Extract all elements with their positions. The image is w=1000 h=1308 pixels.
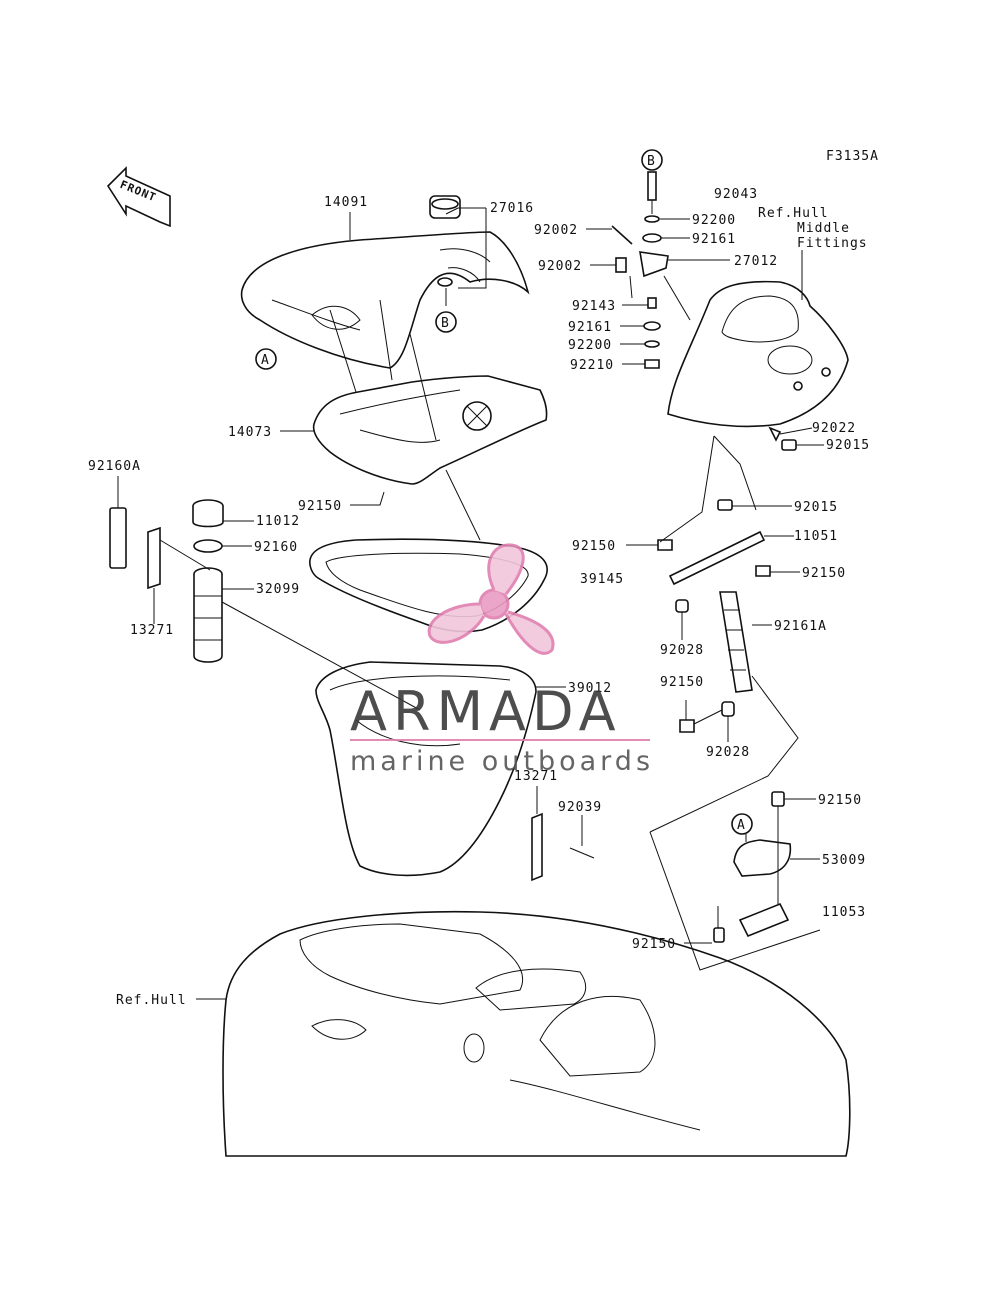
cap-11012 <box>192 499 224 528</box>
latch-53009 <box>713 791 792 943</box>
label-92161-a: 92161 <box>692 232 736 247</box>
nut-92015-a <box>781 439 797 451</box>
label-ref-hull-middle-3: Fittings <box>797 236 868 251</box>
label-92200-a: 92200 <box>692 213 736 228</box>
label-11012: 11012 <box>256 514 300 529</box>
tube-32099 <box>193 567 223 663</box>
hatch-cover-14091 <box>240 231 530 369</box>
hardware-stack <box>611 171 669 369</box>
diagram-code: F3135A <box>826 149 879 164</box>
label-92015-a: 92015 <box>826 438 870 453</box>
label-32099: 32099 <box>256 582 300 597</box>
marker-a-cover: A <box>255 348 277 370</box>
part-labels: 14091 27016 14073 92160A 11012 92160 320… <box>88 187 870 1008</box>
label-92150-d: 92150 <box>660 675 704 690</box>
label-92161-b: 92161 <box>568 320 612 335</box>
label-92210: 92210 <box>570 358 614 373</box>
label-92150-b: 92150 <box>572 539 616 554</box>
label-13271-left: 13271 <box>130 623 174 638</box>
label-ref-hull-middle-1: Ref.Hull <box>758 206 829 221</box>
label-39145: 39145 <box>580 572 624 587</box>
label-92150-a: 92150 <box>298 499 342 514</box>
label-14073: 14073 <box>228 425 272 440</box>
label-92002-a: 92002 <box>534 223 578 238</box>
gas-spring-92161A <box>675 591 753 733</box>
clip-92039 <box>569 847 595 859</box>
bracket-11051 <box>657 499 771 586</box>
label-27012: 27012 <box>734 254 778 269</box>
armada-watermark: ARMADA marine outboards <box>350 543 654 777</box>
label-92160A: 92160A <box>88 459 141 474</box>
watermark-tagline: marine outboards <box>350 746 654 777</box>
label-92028-b: 92028 <box>706 745 750 760</box>
label-92150-c: 92150 <box>802 566 846 581</box>
strip-92160A <box>109 507 127 569</box>
label-92150-e: 92150 <box>818 793 862 808</box>
label-92160: 92160 <box>254 540 298 555</box>
label-92161A: 92161A <box>774 619 827 634</box>
label-11051: 11051 <box>794 529 838 544</box>
propeller-logo-icon <box>427 543 555 655</box>
storage-box-39012 <box>315 661 537 877</box>
label-92043: 92043 <box>714 187 758 202</box>
label-39012: 39012 <box>568 681 612 696</box>
cap-27016 <box>429 195 461 287</box>
marker-b-cap: B <box>435 311 457 333</box>
label-92015-b: 92015 <box>794 500 838 515</box>
svg-text:A: A <box>261 353 269 368</box>
label-92200-b: 92200 <box>568 338 612 353</box>
leader-lines <box>117 200 824 1000</box>
frame-14073 <box>312 375 548 485</box>
marker-b-top: B <box>641 149 663 171</box>
watermark-brand: ARMADA <box>350 680 622 743</box>
label-92022: 92022 <box>812 421 856 436</box>
label-13271-right: 13271 <box>514 769 558 784</box>
svg-text:B: B <box>647 154 655 169</box>
label-ref-hull-middle-2: Middle <box>797 221 850 236</box>
label-11053: 11053 <box>822 905 866 920</box>
label-92039: 92039 <box>558 800 602 815</box>
front-arrow-icon: FRONT <box>106 166 171 228</box>
svg-text:A: A <box>737 818 745 833</box>
label-14091: 14091 <box>324 195 368 210</box>
label-92143: 92143 <box>572 299 616 314</box>
o-ring-92160 <box>193 539 223 553</box>
label-ref-hull: Ref.Hull <box>116 993 187 1008</box>
plate-13271-left <box>147 526 161 590</box>
marker-a-latch: A <box>731 813 753 835</box>
svg-text:B: B <box>441 316 449 331</box>
screw-92022 <box>768 426 782 442</box>
label-53009: 53009 <box>822 853 866 868</box>
hull-body <box>222 910 851 1157</box>
plate-13271-right <box>531 812 543 882</box>
label-27016: 27016 <box>490 201 534 216</box>
label-92150-f: 92150 <box>632 937 676 952</box>
label-92002-b: 92002 <box>538 259 582 274</box>
label-92028-a: 92028 <box>660 643 704 658</box>
hull-middle-fittings <box>667 280 849 428</box>
